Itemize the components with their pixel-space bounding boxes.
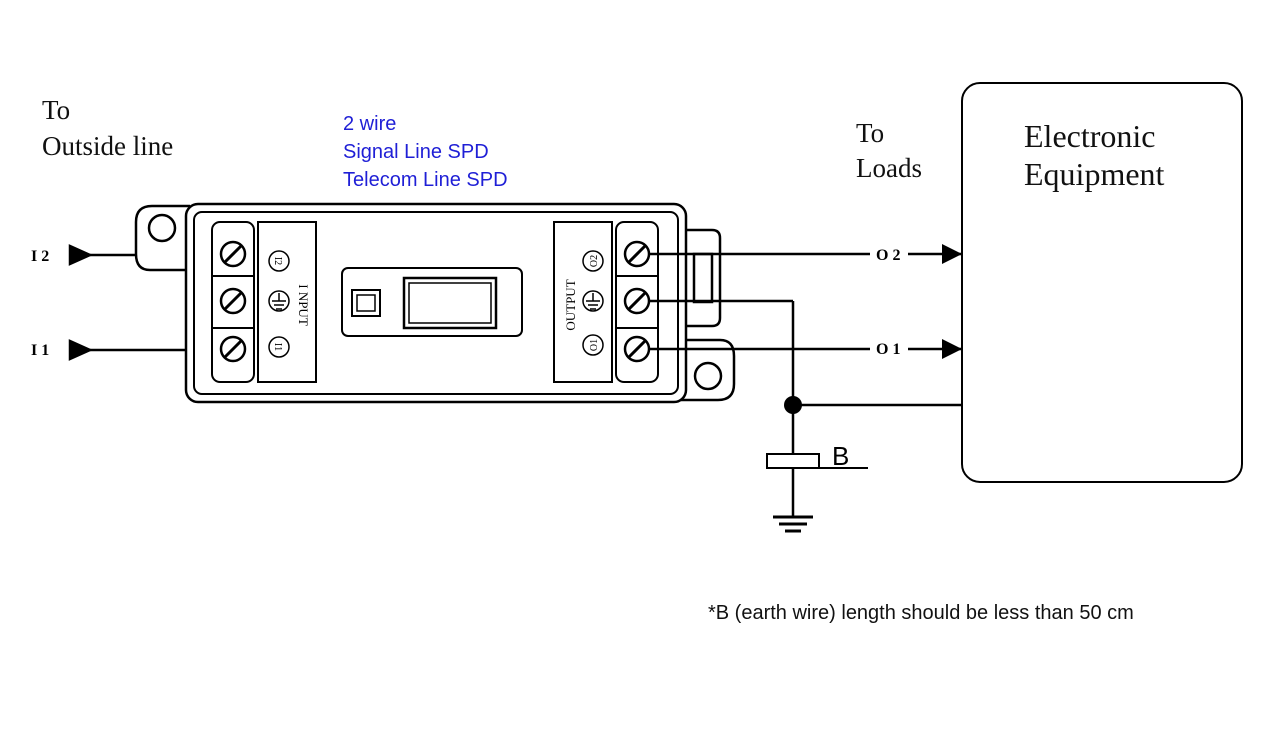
ground-symbol-icon — [268, 290, 290, 312]
input-marker-i2: I2 — [268, 250, 290, 272]
device-caption-line1: 2 wire — [343, 113, 397, 135]
outside-line-label-line2: Outside line — [42, 131, 174, 161]
svg-text:I1: I1 — [272, 343, 283, 351]
input-i2-label: I 2 — [31, 248, 49, 265]
device-caption-line2: Signal Line SPD — [343, 141, 489, 163]
output-screw-ground — [623, 287, 651, 315]
outside-line-label: To Outside line — [42, 92, 173, 164]
footnote: *B (earth wire) length should be less th… — [708, 602, 1134, 624]
svg-text:O2: O2 — [589, 255, 600, 267]
ground-symbol-icon — [582, 290, 604, 312]
output-o1-label: O 1 — [876, 341, 900, 358]
spd-device-inner — [193, 211, 679, 395]
status-indicator — [351, 289, 381, 317]
input-i1-label: I 1 — [31, 342, 49, 359]
mounting-ear-right — [680, 338, 736, 402]
svg-text:I2: I2 — [272, 257, 283, 265]
device-caption-line3: Telecom Line SPD — [343, 169, 508, 191]
output-o2-label: O 2 — [876, 247, 900, 264]
loads-label-line2: Loads — [856, 153, 922, 183]
right-clip — [680, 228, 722, 328]
equipment-label: Electronic Equipment — [1024, 117, 1164, 193]
mounting-ear-left — [134, 204, 192, 272]
output-wires — [649, 244, 962, 359]
earth-wire-b-label: B — [832, 441, 849, 471]
ground-wiring — [649, 299, 962, 516]
outside-line-label-line1: To — [42, 95, 71, 125]
equipment-label-line2: Equipment — [1024, 156, 1165, 192]
output-screw-o2 — [623, 240, 651, 268]
input-screw-i2 — [219, 240, 247, 268]
output-marker-o1: O1 — [582, 334, 604, 356]
device-caption: 2 wire Signal Line SPD Telecom Line SPD — [343, 110, 508, 194]
electronic-equipment-box — [961, 82, 1243, 483]
output-block-label: OUTPUT — [563, 279, 578, 330]
output-marker-o2: O2 — [582, 250, 604, 272]
input-screw-ground — [219, 287, 247, 315]
loads-label-line1: To — [856, 118, 885, 148]
input-screw-i1 — [219, 335, 247, 363]
ground-junction-dot — [784, 396, 802, 414]
equipment-label-line1: Electronic — [1024, 118, 1156, 154]
status-display — [402, 276, 498, 330]
status-indicator-inner — [356, 294, 376, 312]
output-screw-o1 — [623, 335, 651, 363]
loads-label: To Loads — [856, 116, 922, 186]
status-display-inner — [408, 282, 492, 324]
input-marker-i1: I1 — [268, 336, 290, 358]
earth-ground-icon — [773, 515, 813, 533]
earth-wire-b-marker — [766, 453, 868, 469]
svg-text:O1: O1 — [589, 339, 600, 351]
input-block-label: I NPUT — [296, 284, 311, 326]
